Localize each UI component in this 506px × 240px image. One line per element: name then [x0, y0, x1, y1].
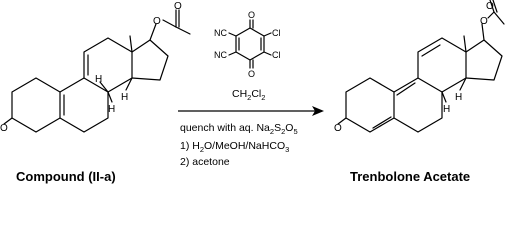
sm-h-c14: H [121, 92, 128, 103]
starting-material-name: Compound (II-a) [16, 169, 116, 184]
reagent-structure [228, 19, 272, 69]
starting-material-structure [3, 9, 191, 133]
reagent-nitrile-1: NC [214, 28, 227, 38]
product-h-c14: H [455, 92, 462, 103]
sm-h-c8: H [108, 104, 115, 115]
sm-ester-oxygen: O [153, 16, 161, 27]
reaction-scheme: O H H H O O Compound (II-a) O O NC NC Cl… [0, 0, 505, 184]
quench-condition: quench with aq. Na2S2O5 [180, 122, 298, 136]
condition-step-1: 1) H2O/MeOH/NaHCO3 [180, 140, 289, 154]
product-structure [337, 0, 505, 133]
sm-h-c9: H [95, 74, 102, 85]
condition-step-2: 2) acetone [180, 156, 230, 168]
reagent-oxygen-top: O [248, 10, 255, 20]
product-h-c8: H [443, 104, 450, 115]
sm-acyl-oxygen: O [174, 1, 182, 12]
reagent-chloro-1: Cl [272, 28, 281, 38]
solvent-label: CH2Cl2 [232, 88, 265, 102]
sm-ketone-oxygen: O [0, 123, 8, 134]
reagent-nitrile-2: NC [214, 50, 227, 60]
product-ketone-oxygen: O [334, 123, 342, 134]
product-acyl-oxygen: O [486, 1, 494, 12]
reagent-oxygen-bottom: O [248, 69, 255, 79]
reagent-chloro-2: Cl [272, 50, 281, 60]
reaction-arrow [178, 106, 324, 116]
product-ester-oxygen: O [480, 16, 488, 27]
product-name: Trenbolone Acetate [350, 169, 470, 184]
reaction-scheme-svg: O H H H O O Compound (II-a) O O NC NC Cl… [0, 0, 505, 184]
